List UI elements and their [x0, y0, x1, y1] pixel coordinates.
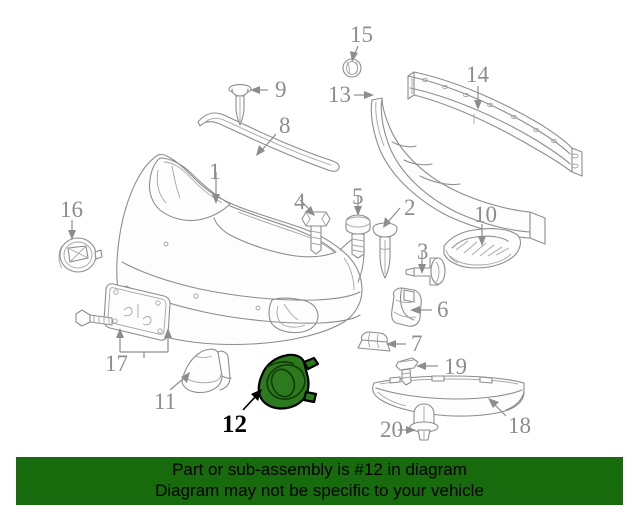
callout-number-10: 10	[474, 202, 497, 227]
callout-number-12: 12	[222, 411, 247, 438]
callout-number-20: 20	[380, 417, 403, 442]
callout-number-15: 15	[350, 22, 373, 47]
part-19-valance-screw	[395, 357, 419, 386]
part-7-clip-bracket	[357, 331, 391, 352]
part-10-grille-insert	[443, 228, 522, 269]
callout-number-7: 7	[411, 331, 423, 356]
part-notice-banner: Part or sub-assembly is #12 in diagram D…	[16, 457, 623, 505]
part-16-tow-hook-cap	[58, 237, 103, 273]
part-6-retainer-bracket	[391, 287, 422, 327]
part-12-fog-lamp-bezel-highlighted	[257, 353, 320, 410]
banner-line-2: Diagram may not be specific to your vehi…	[155, 481, 484, 500]
callout-number-18: 18	[508, 413, 531, 438]
banner-line-1: Part or sub-assembly is #12 in diagram	[172, 460, 467, 480]
part-5-bolt	[345, 214, 371, 259]
part-13-energy-absorber	[370, 97, 546, 245]
part-18-lower-valance	[372, 375, 525, 417]
part-17-license-bracket	[75, 283, 171, 341]
part-14-reinforcement-beam	[407, 71, 583, 177]
part-9-molding-clip	[228, 84, 252, 126]
part-20-valance-clip	[409, 403, 439, 441]
callout-number-16: 16	[60, 197, 83, 222]
callout-number-6: 6	[437, 297, 449, 322]
callout-number-19: 19	[444, 354, 467, 379]
part-4-flange-bolt	[301, 211, 331, 255]
callout-arrows	[68, 45, 507, 434]
part-11-fog-cover-blank	[181, 348, 232, 394]
callout-number-3: 3	[417, 239, 429, 264]
part-2-push-clip	[372, 222, 398, 279]
callout-number-11: 11	[154, 389, 177, 414]
callout-number-9: 9	[275, 77, 287, 102]
callout-number-2: 2	[404, 195, 416, 220]
part-3-pin-clip	[405, 257, 446, 286]
callout-number-1: 1	[209, 159, 221, 184]
callout-number-5: 5	[352, 184, 364, 209]
callout-number-17: 17	[105, 351, 128, 376]
callout-number-14: 14	[466, 62, 489, 87]
callout-number-8: 8	[279, 113, 291, 138]
callout-number-4: 4	[294, 189, 306, 214]
callout-number-13: 13	[328, 82, 351, 107]
